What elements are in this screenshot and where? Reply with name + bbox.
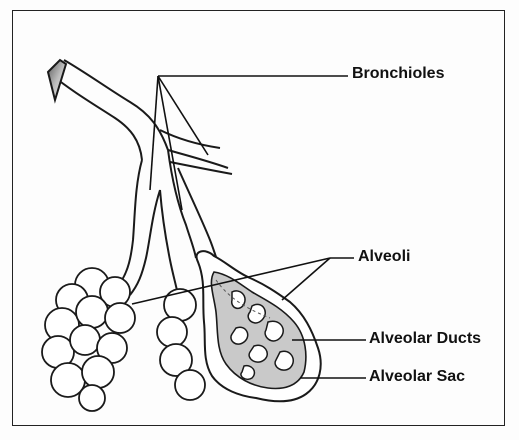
bronchiole-tube	[48, 60, 232, 174]
left-branch	[122, 160, 160, 295]
alveolar-ducts-label: Alveolar Ducts	[369, 331, 481, 347]
bronchioles-label: Bronchioles	[352, 66, 444, 82]
left-alveoli-cluster	[42, 268, 135, 411]
alveoli-label: Alveoli	[358, 249, 410, 265]
alveolar-sac-label: Alveolar Sac	[369, 369, 465, 385]
rear-alveoli-cluster	[157, 289, 205, 400]
